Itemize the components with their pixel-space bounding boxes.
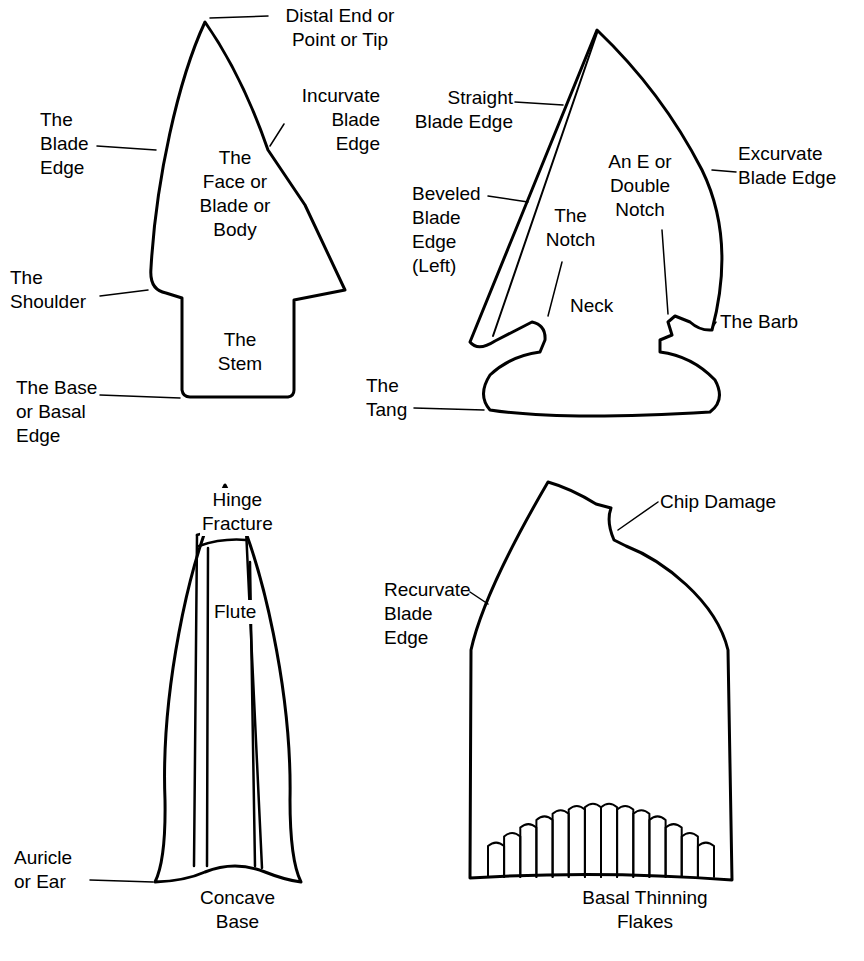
bevel-line (493, 33, 597, 336)
part-label: Auricle or Ear (14, 846, 92, 894)
leader-lines (470, 502, 658, 604)
flake-scar (666, 824, 682, 877)
flake-scar (698, 843, 714, 877)
part-label: Recurvate Blade Edge (384, 578, 479, 650)
part-label: The Stem (205, 328, 275, 376)
flake-scar (553, 810, 569, 877)
flake-scar (601, 804, 617, 877)
part-label: Beveled Blade Edge (Left) (412, 182, 492, 278)
part-label: The Base or Basal Edge (16, 376, 111, 448)
part-label: The Face or Blade or Body (195, 146, 275, 242)
part-label: The Barb (720, 310, 798, 334)
part-label: Chip Damage (660, 490, 776, 514)
part-label: Incurvate Blade Edge (290, 84, 380, 156)
part-label: The Shoulder (10, 266, 100, 314)
flake-scar (488, 843, 504, 877)
flute-scar (194, 529, 262, 868)
part-label: The Tang (366, 374, 421, 422)
flake-scar (633, 810, 649, 877)
flake-scar (569, 806, 585, 877)
part-label: Hinge Fracture (200, 488, 275, 536)
leader-lines (97, 16, 284, 398)
part-label: An E or Double Notch (600, 150, 680, 222)
stemmed-point-outline (151, 22, 345, 397)
flake-scar (520, 824, 536, 877)
part-label: The Notch (538, 204, 603, 252)
part-label: Distal End or Point or Tip (265, 4, 415, 52)
part-label: Concave Base (190, 886, 285, 934)
flake-scar (585, 804, 601, 877)
flake-scar (536, 816, 552, 877)
part-label: The Blade Edge (40, 108, 100, 180)
basal-thinning-flakes (488, 804, 714, 877)
flake-scar (504, 833, 520, 877)
part-label: Basal Thinning Flakes (560, 886, 730, 934)
flake-scar (682, 833, 698, 877)
part-label: Neck (568, 294, 615, 318)
part-label: Excurvate Blade Edge (738, 142, 856, 190)
part-label: Flute (212, 600, 258, 624)
lanceolate-point-outline (470, 482, 732, 880)
flake-scar (649, 816, 665, 877)
fluted-point-outline (155, 485, 301, 882)
leader-lines (414, 102, 736, 410)
flake-scar (617, 806, 633, 877)
part-label: Straight Blade Edge (398, 86, 513, 134)
leader-line (90, 880, 153, 882)
